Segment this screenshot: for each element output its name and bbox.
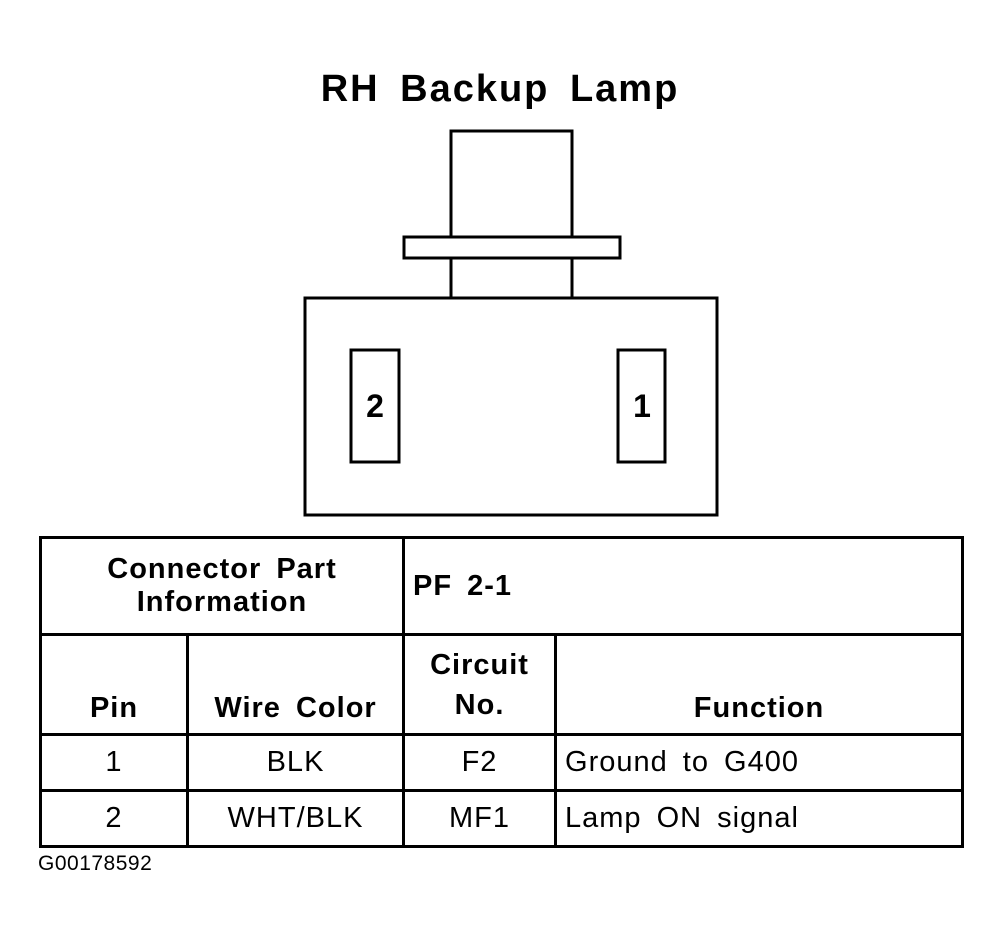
cell-function: Lamp ON signal [554, 789, 965, 848]
part-info-label: Connector Part Information [38, 536, 406, 636]
connector-stem [449, 129, 574, 239]
col-header-circuit-text: Circuit No. [430, 649, 529, 721]
part-info-value: PF 2-1 [402, 536, 965, 636]
col-header-function: Function [554, 633, 965, 736]
col-header-circuit: Circuit No. [402, 633, 558, 736]
cell-function: Ground to G400 [554, 733, 965, 792]
table-header-row: Pin Wire Color Circuit No. Function [39, 633, 965, 736]
pin-label-2: 2 [366, 388, 384, 424]
cell-pin: 2 [39, 789, 189, 848]
cell-wire-color: WHT/BLK [185, 789, 406, 848]
cell-wire-color: BLK [185, 733, 406, 792]
pin-cavity-1 [616, 348, 667, 464]
part-info-row: Connector Part Information PF 2-1 [38, 536, 965, 636]
col-header-pin: Pin [39, 633, 189, 736]
col-header-wire-color: Wire Color [185, 633, 406, 736]
connector-neck [449, 256, 574, 300]
cell-circuit: MF1 [402, 789, 558, 848]
cell-circuit: F2 [402, 733, 558, 792]
table-row: 1 BLK F2 Ground to G400 [39, 733, 965, 792]
pin-cavity-2 [349, 348, 401, 464]
figure-id: G00178592 [38, 852, 153, 875]
diagram-title: RH Backup Lamp [320, 68, 680, 110]
table-row: 2 WHT/BLK MF1 Lamp ON signal [39, 789, 965, 848]
connector-flange [402, 235, 622, 260]
pin-label-1: 1 [633, 388, 651, 424]
connector-info-table: Connector Part Information PF 2-1 Pin Wi… [38, 536, 965, 848]
cell-pin: 1 [39, 733, 189, 792]
